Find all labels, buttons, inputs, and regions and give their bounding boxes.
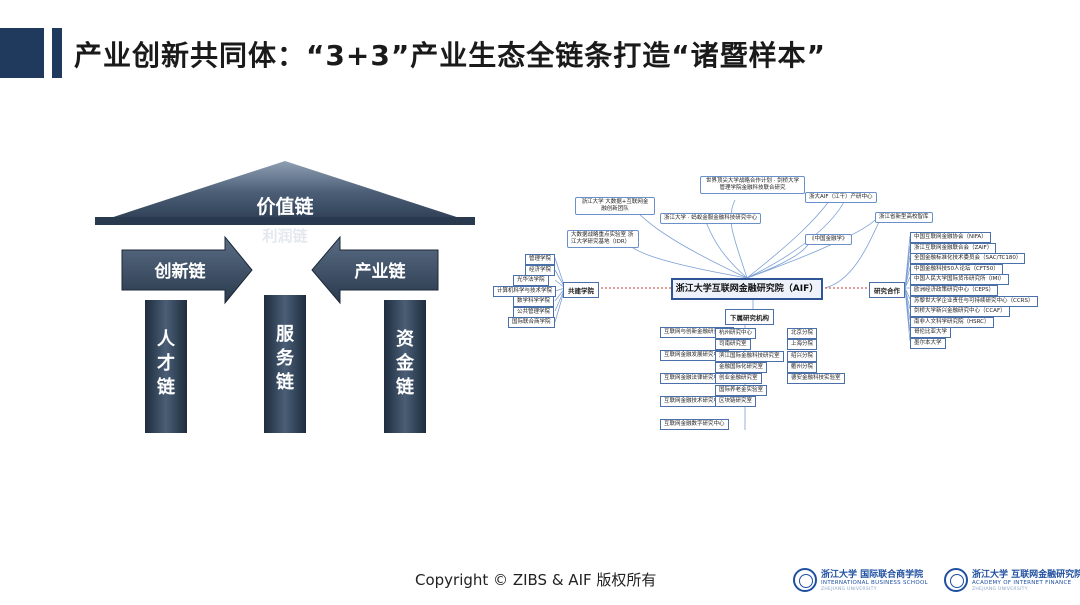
value-chain-diagram: 价值链 利润链 创新链 产业链 人才链 服务链 资金链 bbox=[95, 161, 475, 433]
bottom-right-node: 绍兴分院 bbox=[787, 350, 818, 362]
top-node-2: 浙江大学 大数据+互联网金融创新团队 bbox=[575, 197, 655, 215]
left-node: 国际联合商学院 bbox=[508, 317, 555, 328]
left-header: 共建学院 bbox=[563, 282, 599, 298]
bottom-mid-node: 区块链研究室 bbox=[715, 395, 757, 407]
title-accent-bar bbox=[52, 28, 62, 78]
top-node-3: 浙江大学 · 蚂蚁金服金融科技研究中心 bbox=[660, 213, 762, 224]
pillar-3-char: 资 bbox=[396, 328, 414, 350]
pillar-1-char: 才 bbox=[157, 352, 175, 374]
top-node-4: 浙大AIF（江干）产研中心 bbox=[805, 192, 877, 203]
bottom-left-node: 互联网金融数字研究中心 bbox=[660, 419, 729, 430]
pillar-1 bbox=[145, 300, 187, 433]
right-node: 苏黎世大学企业责任与可持续研究中心（CCRS） bbox=[910, 295, 1038, 307]
right-node: 南非人文科学研究院（HSRC） bbox=[910, 316, 994, 328]
top-node-5: 浙江省新型高校智库 bbox=[875, 212, 933, 223]
logo1-en: INTERNATIONAL BUSINESS SCHOOL bbox=[821, 580, 928, 586]
right-node: 中国人民大学国际货币研究所（IMI） bbox=[910, 274, 1009, 286]
pillar-1-label: 人才链 bbox=[157, 329, 176, 398]
left-node: 公共管理学院 bbox=[513, 306, 555, 318]
page-title: 产业创新共同体：“3+3”产业生态全链条打造“诸暨样本” bbox=[74, 39, 827, 72]
arrow-right bbox=[311, 235, 439, 305]
roof-label: 价值链 bbox=[256, 195, 313, 218]
pillar-1-char: 人 bbox=[157, 329, 176, 350]
bottom-mid-node: 司南研究室 bbox=[715, 339, 751, 351]
top-node-6: 大数据战略重点实验室 浙江大学研究基地（IDR） bbox=[567, 230, 639, 248]
pillar-3-char: 链 bbox=[396, 376, 415, 398]
arrow-left-label: 创新链 bbox=[154, 261, 207, 282]
left-node: 管理学院 bbox=[525, 254, 556, 265]
bottom-mid-node: 国际养老金实验室 bbox=[715, 384, 768, 396]
left-node: 计算机科学与技术学院 bbox=[493, 285, 557, 297]
pillar-2-char: 链 bbox=[276, 371, 295, 393]
left-node: 数学科学学院 bbox=[513, 296, 555, 307]
right-header: 研究合作 bbox=[869, 282, 905, 298]
bottom-right-node: 衢州分院 bbox=[787, 361, 818, 373]
aif-mindmap: 浙江大学互联网金融研究院（AIF） 共建学院 研究合作 下属研究机构 世界顶尖大… bbox=[493, 170, 1055, 440]
zju-seal-icon bbox=[944, 568, 968, 592]
pillar-2-label: 服务链 bbox=[276, 324, 295, 393]
copyright-text: Copyright © ZIBS & AIF 版权所有 bbox=[415, 571, 657, 589]
right-node: 欧洲经济政策研究中心（CEPS） bbox=[910, 285, 999, 296]
mindmap-connectors bbox=[554, 199, 911, 430]
left-node: 经济学院 bbox=[525, 264, 556, 276]
bottom-mid-node: 创业金融研究室 bbox=[715, 373, 762, 385]
right-node: 中国互联网金融协会（NIFA） bbox=[910, 232, 991, 243]
pillar-2-char: 务 bbox=[276, 347, 295, 369]
bottom-right-node: 上海分院 bbox=[787, 339, 818, 351]
pillar-3-label: 资金链 bbox=[395, 328, 415, 398]
bottom-mid-node: 滨江国际金融科技研究室 bbox=[715, 350, 784, 362]
title-accent-block bbox=[0, 28, 44, 78]
pillar-2-char: 服 bbox=[276, 324, 295, 345]
bottom-mid-node: 金融国际化研究室 bbox=[715, 361, 768, 373]
arrow-left bbox=[121, 235, 253, 305]
top-node-7: 《中国金融学》 bbox=[805, 234, 852, 245]
bottom-header: 下属研究机构 bbox=[725, 309, 774, 325]
logo2-en: ACADEMY OF INTERNET FINANCE bbox=[972, 580, 1072, 586]
roof bbox=[95, 161, 475, 223]
right-node: 哥伦比亚大学 bbox=[910, 327, 952, 339]
zju-seal-icon bbox=[793, 568, 817, 592]
top-node-1: 世界顶尖大学战略合作计划 · 剑桥大学 管理学院金融科技联合研究 bbox=[700, 176, 805, 194]
bottom-right-node: 北京分院 bbox=[787, 328, 818, 339]
pillar-3-char: 金 bbox=[395, 352, 415, 374]
logo1-en2: ZHEJIANG UNIVERSITY bbox=[821, 587, 877, 592]
logo2-cn: 浙江大学 互联网金融研究院 bbox=[972, 570, 1080, 580]
right-node: 剑桥大学新兴金融研究中心（CCAF） bbox=[910, 306, 1010, 318]
right-node: 中国金融科技50人论坛（CFT50） bbox=[910, 263, 1003, 275]
right-node: 浙江互联网金融联合会（ZAIF） bbox=[910, 242, 997, 254]
footer: Copyright © ZIBS & AIF 版权所有 浙江大学 国际联合商学院… bbox=[0, 566, 1080, 596]
title-bar: 产业创新共同体：“3+3”产业生态全链条打造“诸暨样本” bbox=[0, 28, 1080, 78]
logo2-en2: ZHEJIANG UNIVERSITY bbox=[972, 587, 1028, 592]
zibs-logo: 浙江大学 国际联合商学院 INTERNATIONAL BUSINESS SCHO… bbox=[793, 566, 933, 594]
arrow-right-label: 产业链 bbox=[355, 261, 407, 282]
aif-logo: 浙江大学 互联网金融研究院 ACADEMY OF INTERNET FINANC… bbox=[944, 566, 1080, 594]
pillar-1-char: 链 bbox=[157, 376, 176, 398]
right-node: 墨尔本大学 bbox=[910, 338, 946, 349]
logo1-cn: 浙江大学 国际联合商学院 bbox=[821, 570, 924, 580]
roof-sublabel: 利润链 bbox=[262, 227, 308, 245]
bottom-mid-node: 杭州研究中心 bbox=[715, 328, 757, 339]
roof-base bbox=[95, 217, 475, 225]
mindmap-center-node: 浙江大学互联网金融研究院（AIF） bbox=[671, 278, 823, 300]
right-node: 全国金融标准化技术委员会（SAC/TC180） bbox=[910, 253, 1026, 265]
pillar-2 bbox=[264, 295, 306, 433]
pillar-3 bbox=[384, 300, 426, 433]
left-node: 光华法学院 bbox=[513, 275, 549, 286]
bottom-right-node: 德安金融科技实验室 bbox=[787, 373, 845, 385]
